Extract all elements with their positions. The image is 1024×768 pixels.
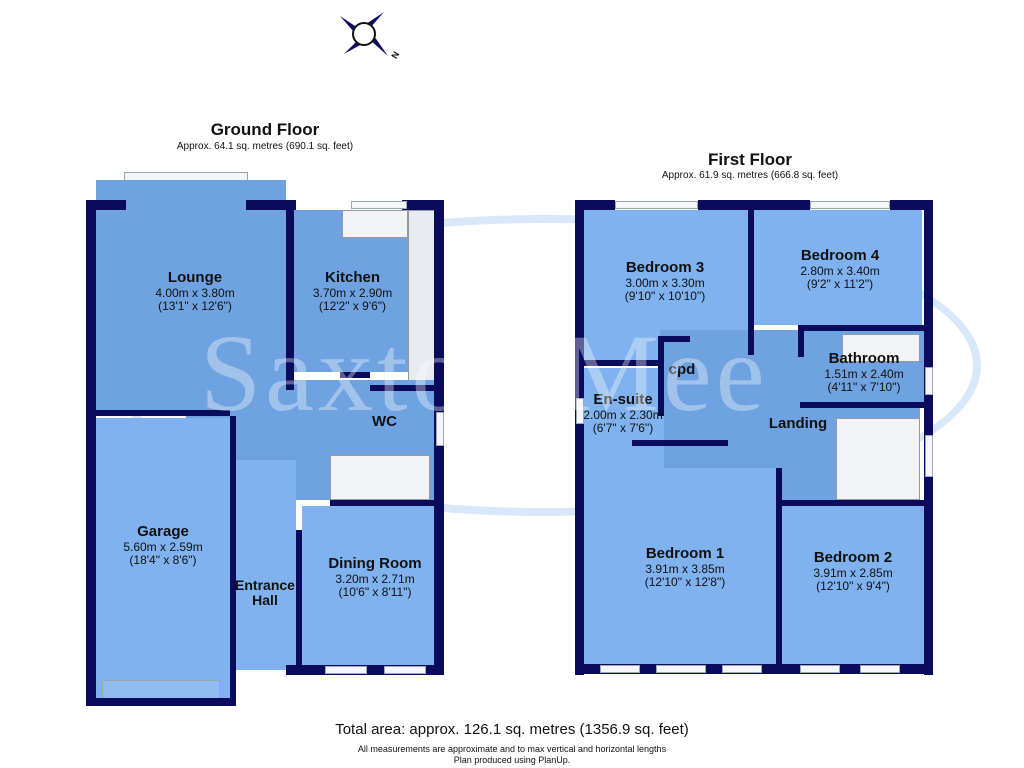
watermark-text: Saxton Mee xyxy=(200,312,769,434)
bath xyxy=(842,334,920,362)
room-bedroom-4 xyxy=(754,210,922,325)
compass-icon xyxy=(336,6,392,62)
footer-note-2: Plan produced using PlanUp. xyxy=(453,755,571,765)
room-entrance-hall xyxy=(236,460,296,670)
room-lounge xyxy=(96,180,286,412)
first-floor-area: Approx. 61.9 sq. metres (666.8 sq. feet) xyxy=(661,170,839,181)
first-floor-title: First Floor xyxy=(707,150,793,169)
stairs-ground xyxy=(330,455,430,500)
room-ensuite xyxy=(584,368,664,468)
room-dining xyxy=(302,506,436,670)
label-wc: WC xyxy=(372,413,397,430)
room-bedroom-1 xyxy=(584,468,776,664)
room-bedroom-2 xyxy=(782,505,924,665)
label-entrance-hall: Entrance Hall xyxy=(235,577,295,609)
ground-floor-area: Approx. 64.1 sq. metres (690.1 sq. feet) xyxy=(176,141,354,152)
footer-note-1: All measurements are approximate and to … xyxy=(357,744,667,754)
ground-floor-title: Ground Floor xyxy=(210,120,320,139)
room-garage xyxy=(96,418,230,698)
label-landing: Landing xyxy=(768,415,828,432)
total-area: Total area: approx. 126.1 sq. metres (13… xyxy=(335,721,689,738)
kitchen-worktop xyxy=(342,210,408,238)
label-cpd: cpd xyxy=(668,361,696,378)
stairs-first xyxy=(836,418,920,500)
